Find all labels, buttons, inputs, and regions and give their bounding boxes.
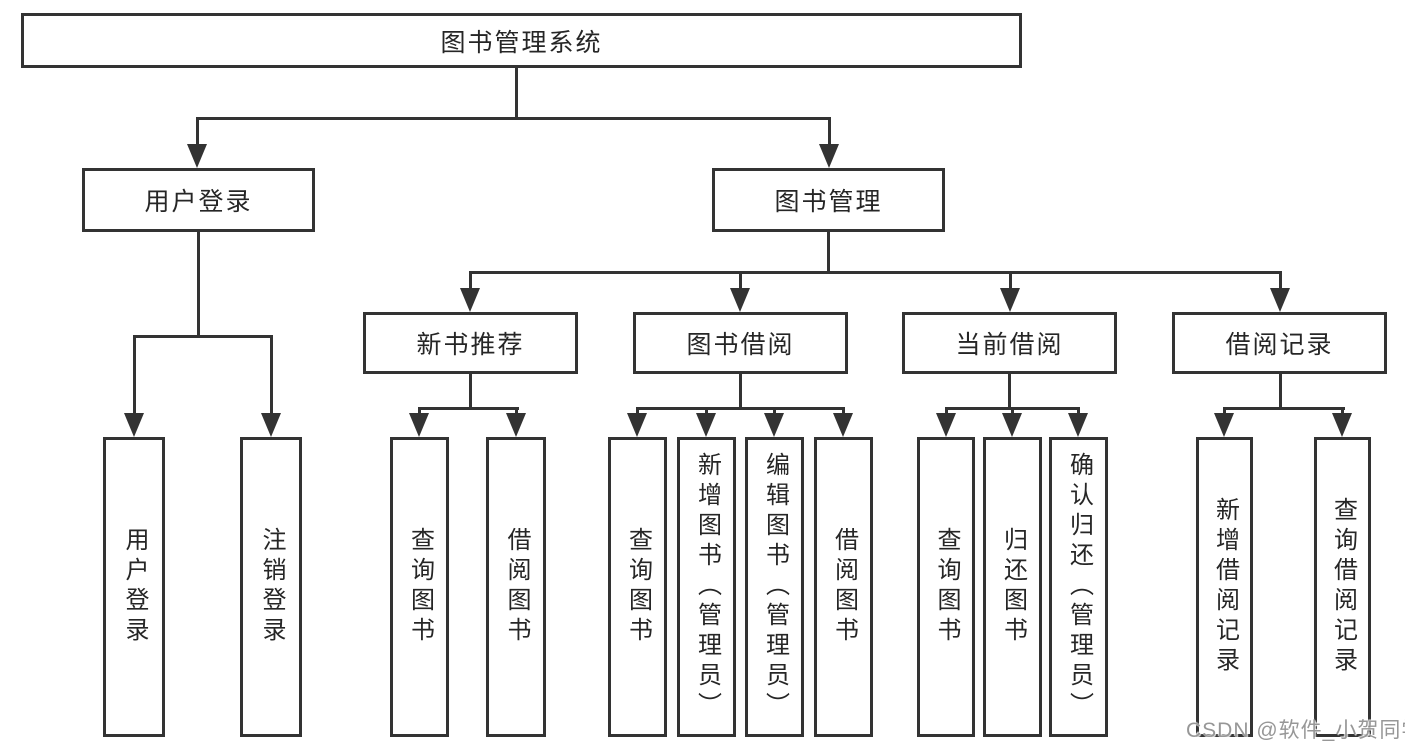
leaf-borrow-books-2: 借阅图书 bbox=[814, 437, 873, 737]
connector-line bbox=[945, 407, 948, 416]
leaf-confirm-return-admin: 确认归还（管理员） bbox=[1049, 437, 1108, 737]
connector-line bbox=[515, 68, 518, 117]
connector-line bbox=[1223, 407, 1226, 416]
connector-line bbox=[197, 232, 200, 337]
connector-arrowhead bbox=[819, 144, 839, 168]
connector-line bbox=[739, 374, 742, 410]
connector-arrowhead bbox=[936, 413, 956, 437]
connector-line bbox=[270, 335, 273, 415]
node-new-book-recommend-label: 新书推荐 bbox=[416, 331, 525, 359]
node-borrow-records: 借阅记录 bbox=[1172, 312, 1387, 374]
leaf-add-borrow-record-label: 新增借阅记录 bbox=[1211, 497, 1239, 677]
connector-line bbox=[739, 271, 742, 290]
leaf-logout-label: 注销登录 bbox=[258, 527, 285, 647]
leaf-query-books-3: 查询图书 bbox=[917, 437, 975, 737]
leaf-return-book: 归还图书 bbox=[983, 437, 1042, 737]
connector-arrowhead bbox=[1002, 413, 1022, 437]
leaf-edit-book-admin-label: 编辑图书（管理员） bbox=[761, 452, 789, 722]
connector-line bbox=[1279, 271, 1282, 290]
connector-arrowhead bbox=[730, 288, 750, 312]
connector-line bbox=[1009, 271, 1012, 290]
leaf-add-book-admin: 新增图书（管理员） bbox=[677, 437, 736, 737]
connector-line bbox=[1223, 407, 1345, 410]
connector-line bbox=[827, 232, 830, 274]
connector-line bbox=[133, 335, 273, 338]
connector-line bbox=[636, 407, 845, 410]
connector-arrowhead bbox=[627, 413, 647, 437]
node-new-book-recommend: 新书推荐 bbox=[363, 312, 578, 374]
connector-arrowhead bbox=[1214, 413, 1234, 437]
node-user-login: 用户登录 bbox=[82, 168, 315, 232]
node-user-login-label: 用户登录 bbox=[144, 188, 253, 216]
connector-line bbox=[133, 335, 136, 415]
leaf-confirm-return-admin-label: 确认归还（管理员） bbox=[1065, 452, 1093, 722]
connector-line bbox=[705, 407, 708, 416]
connector-line bbox=[1008, 374, 1011, 410]
connector-line bbox=[1341, 407, 1344, 416]
node-root: 图书管理系统 bbox=[21, 13, 1022, 68]
leaf-add-book-admin-label: 新增图书（管理员） bbox=[693, 452, 721, 722]
leaf-add-borrow-record: 新增借阅记录 bbox=[1196, 437, 1253, 737]
leaf-borrow-books-1: 借阅图书 bbox=[486, 437, 546, 737]
node-book-management-label: 图书管理 bbox=[774, 188, 883, 216]
connector-line bbox=[418, 407, 519, 410]
leaf-user-login: 用户登录 bbox=[103, 437, 165, 737]
connector-line bbox=[469, 271, 472, 290]
connector-line bbox=[636, 407, 639, 416]
connector-arrowhead bbox=[409, 413, 429, 437]
connector-line bbox=[469, 374, 472, 410]
connector-line bbox=[773, 407, 776, 416]
node-current-borrowing: 当前借阅 bbox=[902, 312, 1117, 374]
leaf-query-books-3-label: 查询图书 bbox=[933, 527, 960, 647]
node-book-borrowing: 图书借阅 bbox=[633, 312, 848, 374]
connector-arrowhead bbox=[1332, 413, 1352, 437]
connector-arrowhead bbox=[1270, 288, 1290, 312]
leaf-query-books-1: 查询图书 bbox=[390, 437, 449, 737]
connector-arrowhead bbox=[460, 288, 480, 312]
connector-arrowhead bbox=[764, 413, 784, 437]
connector-arrowhead bbox=[124, 413, 144, 437]
connector-line bbox=[515, 407, 518, 416]
connector-arrowhead bbox=[833, 413, 853, 437]
connector-line bbox=[196, 117, 831, 120]
connector-line bbox=[469, 271, 1282, 274]
leaf-borrow-books-1-label: 借阅图书 bbox=[503, 527, 530, 647]
leaf-query-borrow-record: 查询借阅记录 bbox=[1314, 437, 1371, 737]
leaf-return-book-label: 归还图书 bbox=[999, 527, 1027, 647]
node-borrow-records-label: 借阅记录 bbox=[1225, 331, 1334, 359]
connector-arrowhead bbox=[1000, 288, 1020, 312]
connector-line bbox=[828, 117, 831, 149]
connector-arrowhead bbox=[696, 413, 716, 437]
leaf-query-books-2-label: 查询图书 bbox=[624, 527, 652, 647]
node-book-management: 图书管理 bbox=[712, 168, 945, 232]
connector-arrowhead bbox=[1068, 413, 1088, 437]
node-root-label: 图书管理系统 bbox=[440, 28, 603, 57]
connector-arrowhead bbox=[506, 413, 526, 437]
connector-line bbox=[1077, 407, 1080, 416]
connector-line bbox=[196, 117, 199, 149]
leaf-query-books-1-label: 查询图书 bbox=[406, 527, 434, 647]
connector-arrowhead bbox=[261, 413, 281, 437]
leaf-edit-book-admin: 编辑图书（管理员） bbox=[745, 437, 804, 737]
leaf-user-login-label: 用户登录 bbox=[121, 527, 148, 647]
connector-line bbox=[1011, 407, 1014, 416]
connector-line bbox=[842, 407, 845, 416]
node-current-borrowing-label: 当前借阅 bbox=[955, 331, 1064, 359]
connector-line bbox=[1279, 374, 1282, 410]
leaf-logout: 注销登录 bbox=[240, 437, 302, 737]
csdn-watermark: CSDN @软件_小贺同学 bbox=[1186, 719, 1405, 742]
leaf-query-borrow-record-label: 查询借阅记录 bbox=[1329, 497, 1357, 677]
node-book-borrowing-label: 图书借阅 bbox=[686, 331, 795, 359]
connector-arrowhead bbox=[187, 144, 207, 168]
leaf-borrow-books-2-label: 借阅图书 bbox=[830, 527, 858, 647]
leaf-query-books-2: 查询图书 bbox=[608, 437, 667, 737]
connector-line bbox=[418, 407, 421, 416]
